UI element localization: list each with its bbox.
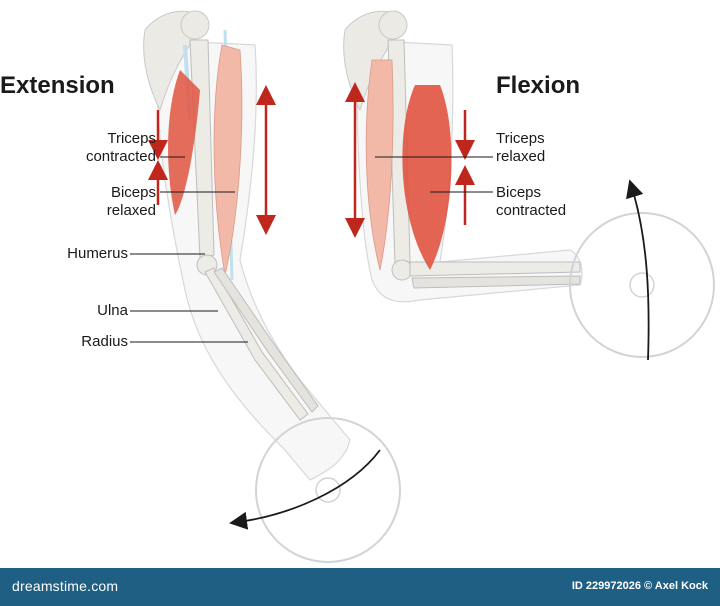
label-radius: Radius — [81, 333, 128, 350]
label-biceps-extension: Biceps relaxed — [20, 184, 156, 220]
flexion-radius-bone — [411, 275, 581, 289]
flexion-arm — [343, 10, 715, 361]
extension-triceps — [168, 70, 200, 215]
flexion-forearm-bones — [409, 261, 581, 277]
label-triceps-extension-line2: contracted — [85, 148, 156, 165]
flexion-title: Flexion — [496, 72, 581, 99]
extension-shoulder-joint — [180, 10, 210, 40]
flexion-triceps — [365, 59, 394, 271]
label-biceps-extension-line1: Biceps — [110, 184, 156, 201]
arm-diagram — [130, 10, 715, 563]
label-biceps-flexion: Biceps contracted — [496, 184, 566, 220]
label-humerus: Humerus — [67, 245, 128, 262]
flexion-weight-hub — [629, 272, 655, 298]
label-triceps-extension-line1: Triceps — [107, 130, 156, 147]
extension-motion-arrow — [229, 449, 381, 530]
diagram-stage: Extension Flexion Triceps contracted Bic… — [0, 10, 715, 563]
credit-text: ID 229972026 © Axel Kock — [571, 580, 708, 592]
extension-title: Extension — [0, 72, 115, 99]
extension-radius-bone — [213, 267, 319, 413]
label-ulna: Ulna — [97, 302, 128, 319]
label-triceps-flexion: Triceps relaxed — [496, 130, 545, 166]
extension-weight-plate — [255, 417, 401, 563]
extension-ulna-bone — [204, 267, 309, 421]
flexion-biceps — [402, 85, 452, 270]
extension-weight-hub — [315, 477, 341, 503]
label-biceps-flexion-line1: Biceps — [496, 184, 542, 201]
label-triceps-flexion-line1: Triceps — [496, 130, 545, 147]
extension-arm — [130, 10, 401, 563]
label-biceps-extension-line2: relaxed — [106, 202, 156, 219]
label-triceps-extension: Triceps contracted — [20, 130, 156, 166]
flexion-shoulder-joint — [378, 10, 408, 40]
watermark-footer: dreamstime.com ID 229972026 © Axel Kock — [0, 568, 720, 606]
label-biceps-flexion-line2: contracted — [496, 202, 567, 219]
flexion-elbow-joint — [391, 259, 413, 281]
flexion-motion-arrow — [626, 179, 650, 361]
flexion-weight-plate — [569, 212, 715, 358]
brand-text: dreamstime.com — [12, 578, 119, 594]
label-triceps-flexion-line2: relaxed — [496, 148, 546, 165]
